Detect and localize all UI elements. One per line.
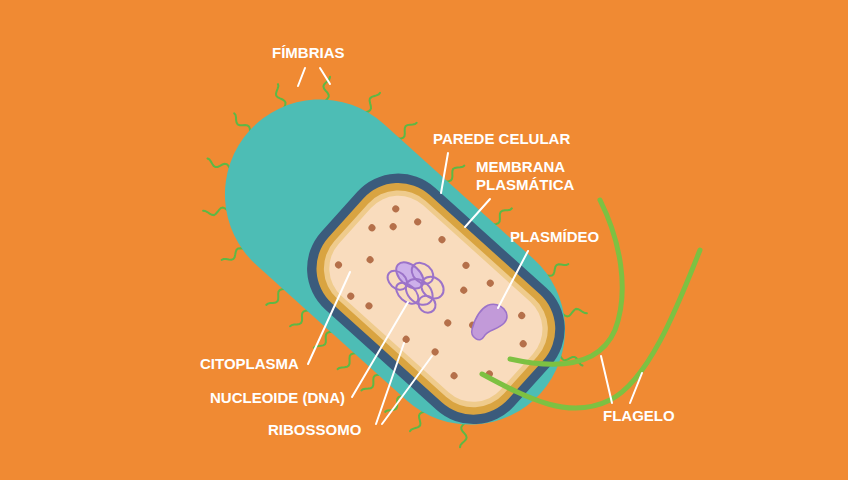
fimbria (222, 248, 243, 260)
plasmid (465, 298, 512, 346)
fimbria (460, 423, 467, 447)
fimbria (547, 264, 568, 276)
part-label: NUCLEOIDE (DNA) (210, 389, 345, 407)
flagella (482, 200, 700, 408)
nucleoid-dna (382, 250, 453, 320)
fimbria (398, 123, 416, 139)
membrane-inner (307, 173, 565, 424)
part-label: FLAGELO (603, 407, 675, 425)
fimbria (290, 310, 308, 326)
part-label: MEMBRANA PLASMÁTICA (476, 158, 591, 194)
cytoplasm (314, 181, 558, 418)
fimbria (234, 113, 250, 131)
fimbria (410, 412, 424, 432)
part-label: FÍMBRIAS (272, 44, 345, 62)
fimbria (366, 93, 380, 113)
part-label: PAREDE CELULAR (433, 130, 570, 148)
fimbria (338, 353, 356, 369)
leader-lines (298, 68, 642, 424)
fimbria (446, 166, 464, 182)
part-label: CITOPLASMA (200, 355, 299, 373)
ribosomes (324, 195, 544, 409)
fimbria (208, 159, 230, 169)
fimbria (266, 289, 284, 305)
part-label: PLASMÍDEO (510, 228, 599, 246)
fimbria (276, 84, 286, 107)
fimbria (563, 309, 587, 317)
fimbria (203, 208, 227, 216)
fimbria (494, 208, 512, 224)
part-label: RIBOSSOMO (268, 421, 361, 439)
